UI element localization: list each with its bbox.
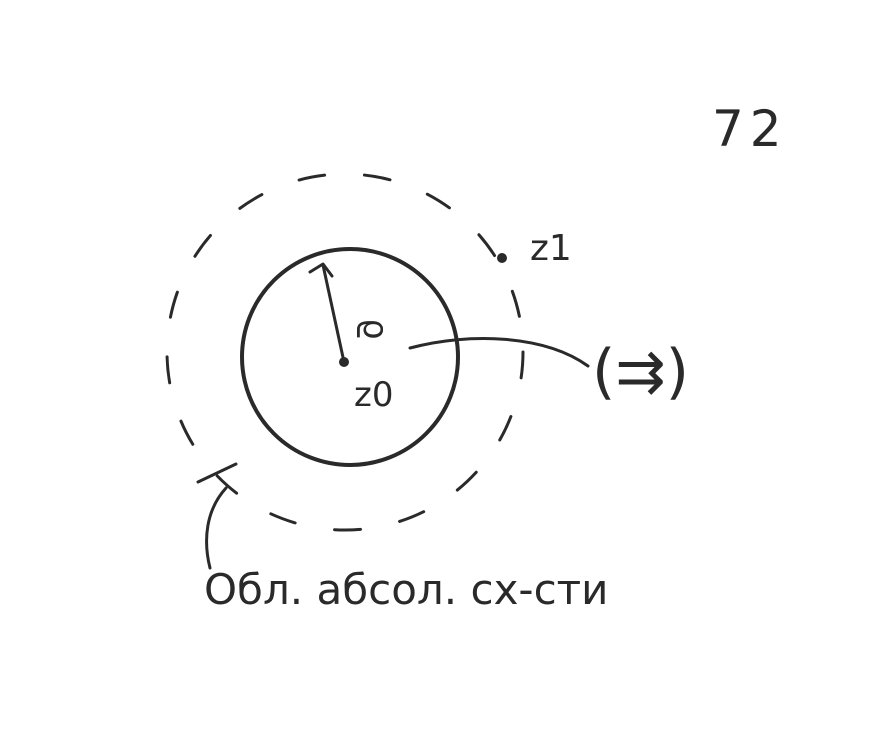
- region-caption: Обл. абсол. сх-сти: [204, 565, 608, 614]
- caption-tick-mark: [196, 462, 238, 484]
- radius-label-rho: ϱ: [355, 318, 395, 340]
- point-z1: [497, 253, 507, 263]
- radius-line: [321, 263, 346, 364]
- label-z0: z0: [354, 375, 393, 415]
- radius-arrowhead: [308, 262, 334, 278]
- leader-line-caption: [205, 486, 228, 570]
- inner-solid-circle: [240, 247, 460, 467]
- outer-dashed-circle: [165, 172, 525, 532]
- label-z1: z1: [530, 228, 572, 269]
- arrow-note: (⇉): [592, 337, 689, 407]
- page-number: 72: [712, 100, 788, 158]
- leader-line-arrow-note: [408, 337, 590, 368]
